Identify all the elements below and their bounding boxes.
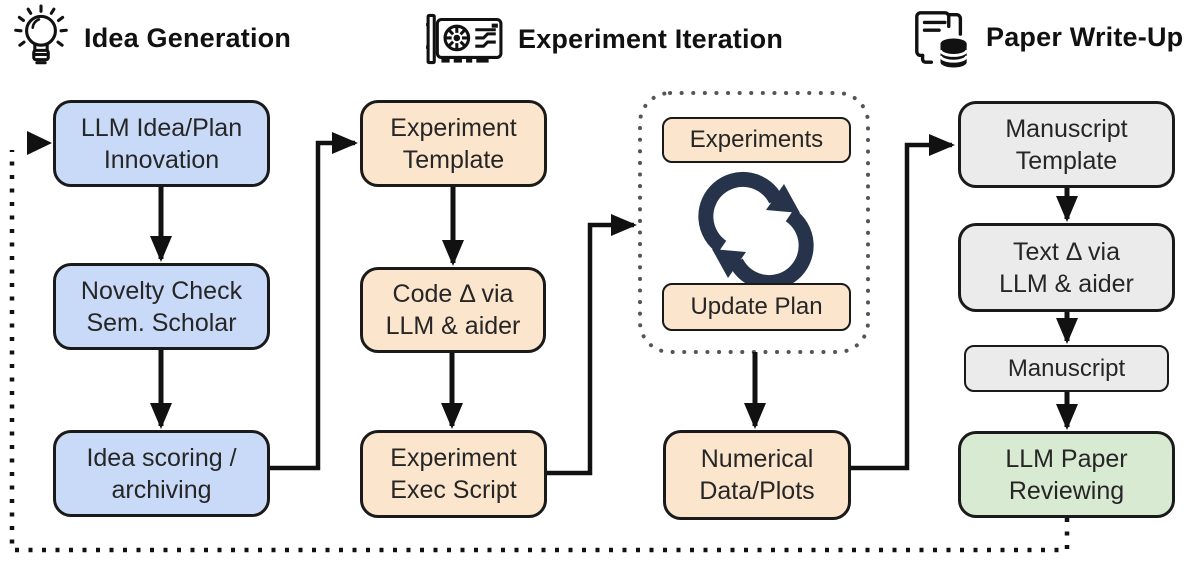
- node-novelty-check-sem-scholar: Novelty Check Sem. Scholar: [53, 263, 270, 350]
- feedback-loop-dotted-line: [9, 150, 1070, 553]
- node-label: Experiments: [689, 126, 824, 153]
- node-code-delta-llm-aider: Code Δ via LLM & aider: [360, 267, 546, 353]
- node-label: Text Δ via LLM & aider: [999, 237, 1134, 298]
- feedback-arrowhead: [27, 131, 52, 155]
- node-llm-idea-plan-innovation: LLM Idea/Plan Innovation: [53, 100, 270, 187]
- node-label: Manuscript Template: [1005, 114, 1128, 175]
- node-label: Manuscript: [1007, 354, 1126, 382]
- node-idea-scoring-archiving: Idea scoring / archiving: [53, 430, 270, 517]
- node-manuscript-template: Manuscript Template: [958, 101, 1175, 188]
- paper-database-icon: [915, 11, 969, 68]
- node-label: Experiment Exec Script: [390, 444, 517, 504]
- lightbulb-icon: [14, 4, 68, 65]
- node-update-plan: Update Plan: [662, 283, 851, 331]
- node-experiment-exec-script: Experiment Exec Script: [360, 430, 547, 518]
- gpu-icon: [426, 13, 503, 65]
- section-experiment-iteration: Experiment Iteration: [424, 10, 783, 68]
- node-experiment-template: Experiment Template: [360, 100, 547, 187]
- section-title: Idea Generation: [84, 22, 292, 53]
- node-label: Update Plan: [690, 293, 823, 320]
- cycle-icon: [698, 171, 814, 291]
- node-text-delta-llm-aider: Text Δ via LLM & aider: [958, 223, 1175, 312]
- node-label: Novelty Check Sem. Scholar: [80, 276, 243, 337]
- section-title: Experiment Iteration: [518, 23, 784, 54]
- section-paper-write-up: Paper Write-Up: [910, 4, 1183, 70]
- node-manuscript: Manuscript: [964, 345, 1169, 392]
- node-label: Code Δ via LLM & aider: [385, 280, 521, 340]
- section-title: Paper Write-Up: [986, 21, 1184, 52]
- node-experiments: Experiments: [662, 117, 851, 163]
- node-label: LLM Paper Reviewing: [1005, 444, 1128, 505]
- node-numerical-data-plots: Numerical Data/Plots: [663, 430, 851, 520]
- node-label: LLM Idea/Plan Innovation: [80, 113, 243, 174]
- elbow-connectors: [270, 132, 955, 476]
- down-arrows: [150, 187, 1078, 430]
- node-llm-paper-reviewing: LLM Paper Reviewing: [958, 431, 1175, 518]
- node-label: Numerical Data/Plots: [699, 445, 815, 505]
- node-label: Experiment Template: [390, 113, 517, 174]
- section-idea-generation: Idea Generation: [12, 4, 291, 72]
- node-label: Idea scoring / archiving: [86, 443, 237, 504]
